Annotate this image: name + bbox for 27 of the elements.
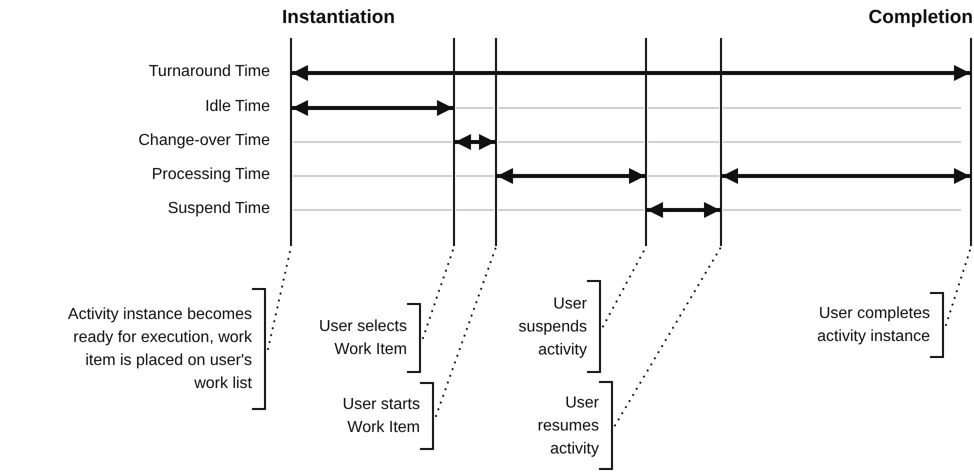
row-label: Processing Time [152,165,270,185]
milestone-line [645,38,647,246]
milestone-heading: Completion [868,6,973,30]
row-label: Suspend Time [168,199,270,219]
row-label: Idle Time [205,97,270,117]
leader-line [435,246,497,417]
duration-arrow [722,168,970,184]
row-label: Change-over Time [138,131,270,151]
milestone-line [720,38,722,246]
duration-arrow [455,134,495,150]
duration-arrow [647,202,720,218]
callout-text: User completes activity instance [816,304,930,347]
callout-text: User selects Work Item [318,317,407,360]
callout-text: Activity instance becomes ready for execution, work item is placed on user's work list [66,305,252,394]
duration-arrow [292,65,970,81]
callout-text: User starts Work Item [342,395,420,438]
callout-text: User resumes activity [536,393,599,459]
row-label: Turnaround Time [148,62,270,82]
leader-line [614,246,722,426]
milestone-line [453,38,455,246]
duration-arrow [292,100,453,116]
milestone-line [290,38,292,246]
milestone-heading: Instantiation [282,6,395,30]
milestone-line [495,38,497,246]
milestone-line [970,38,972,246]
callout-text: User suspends activity [518,294,587,360]
duration-arrow [497,168,645,184]
